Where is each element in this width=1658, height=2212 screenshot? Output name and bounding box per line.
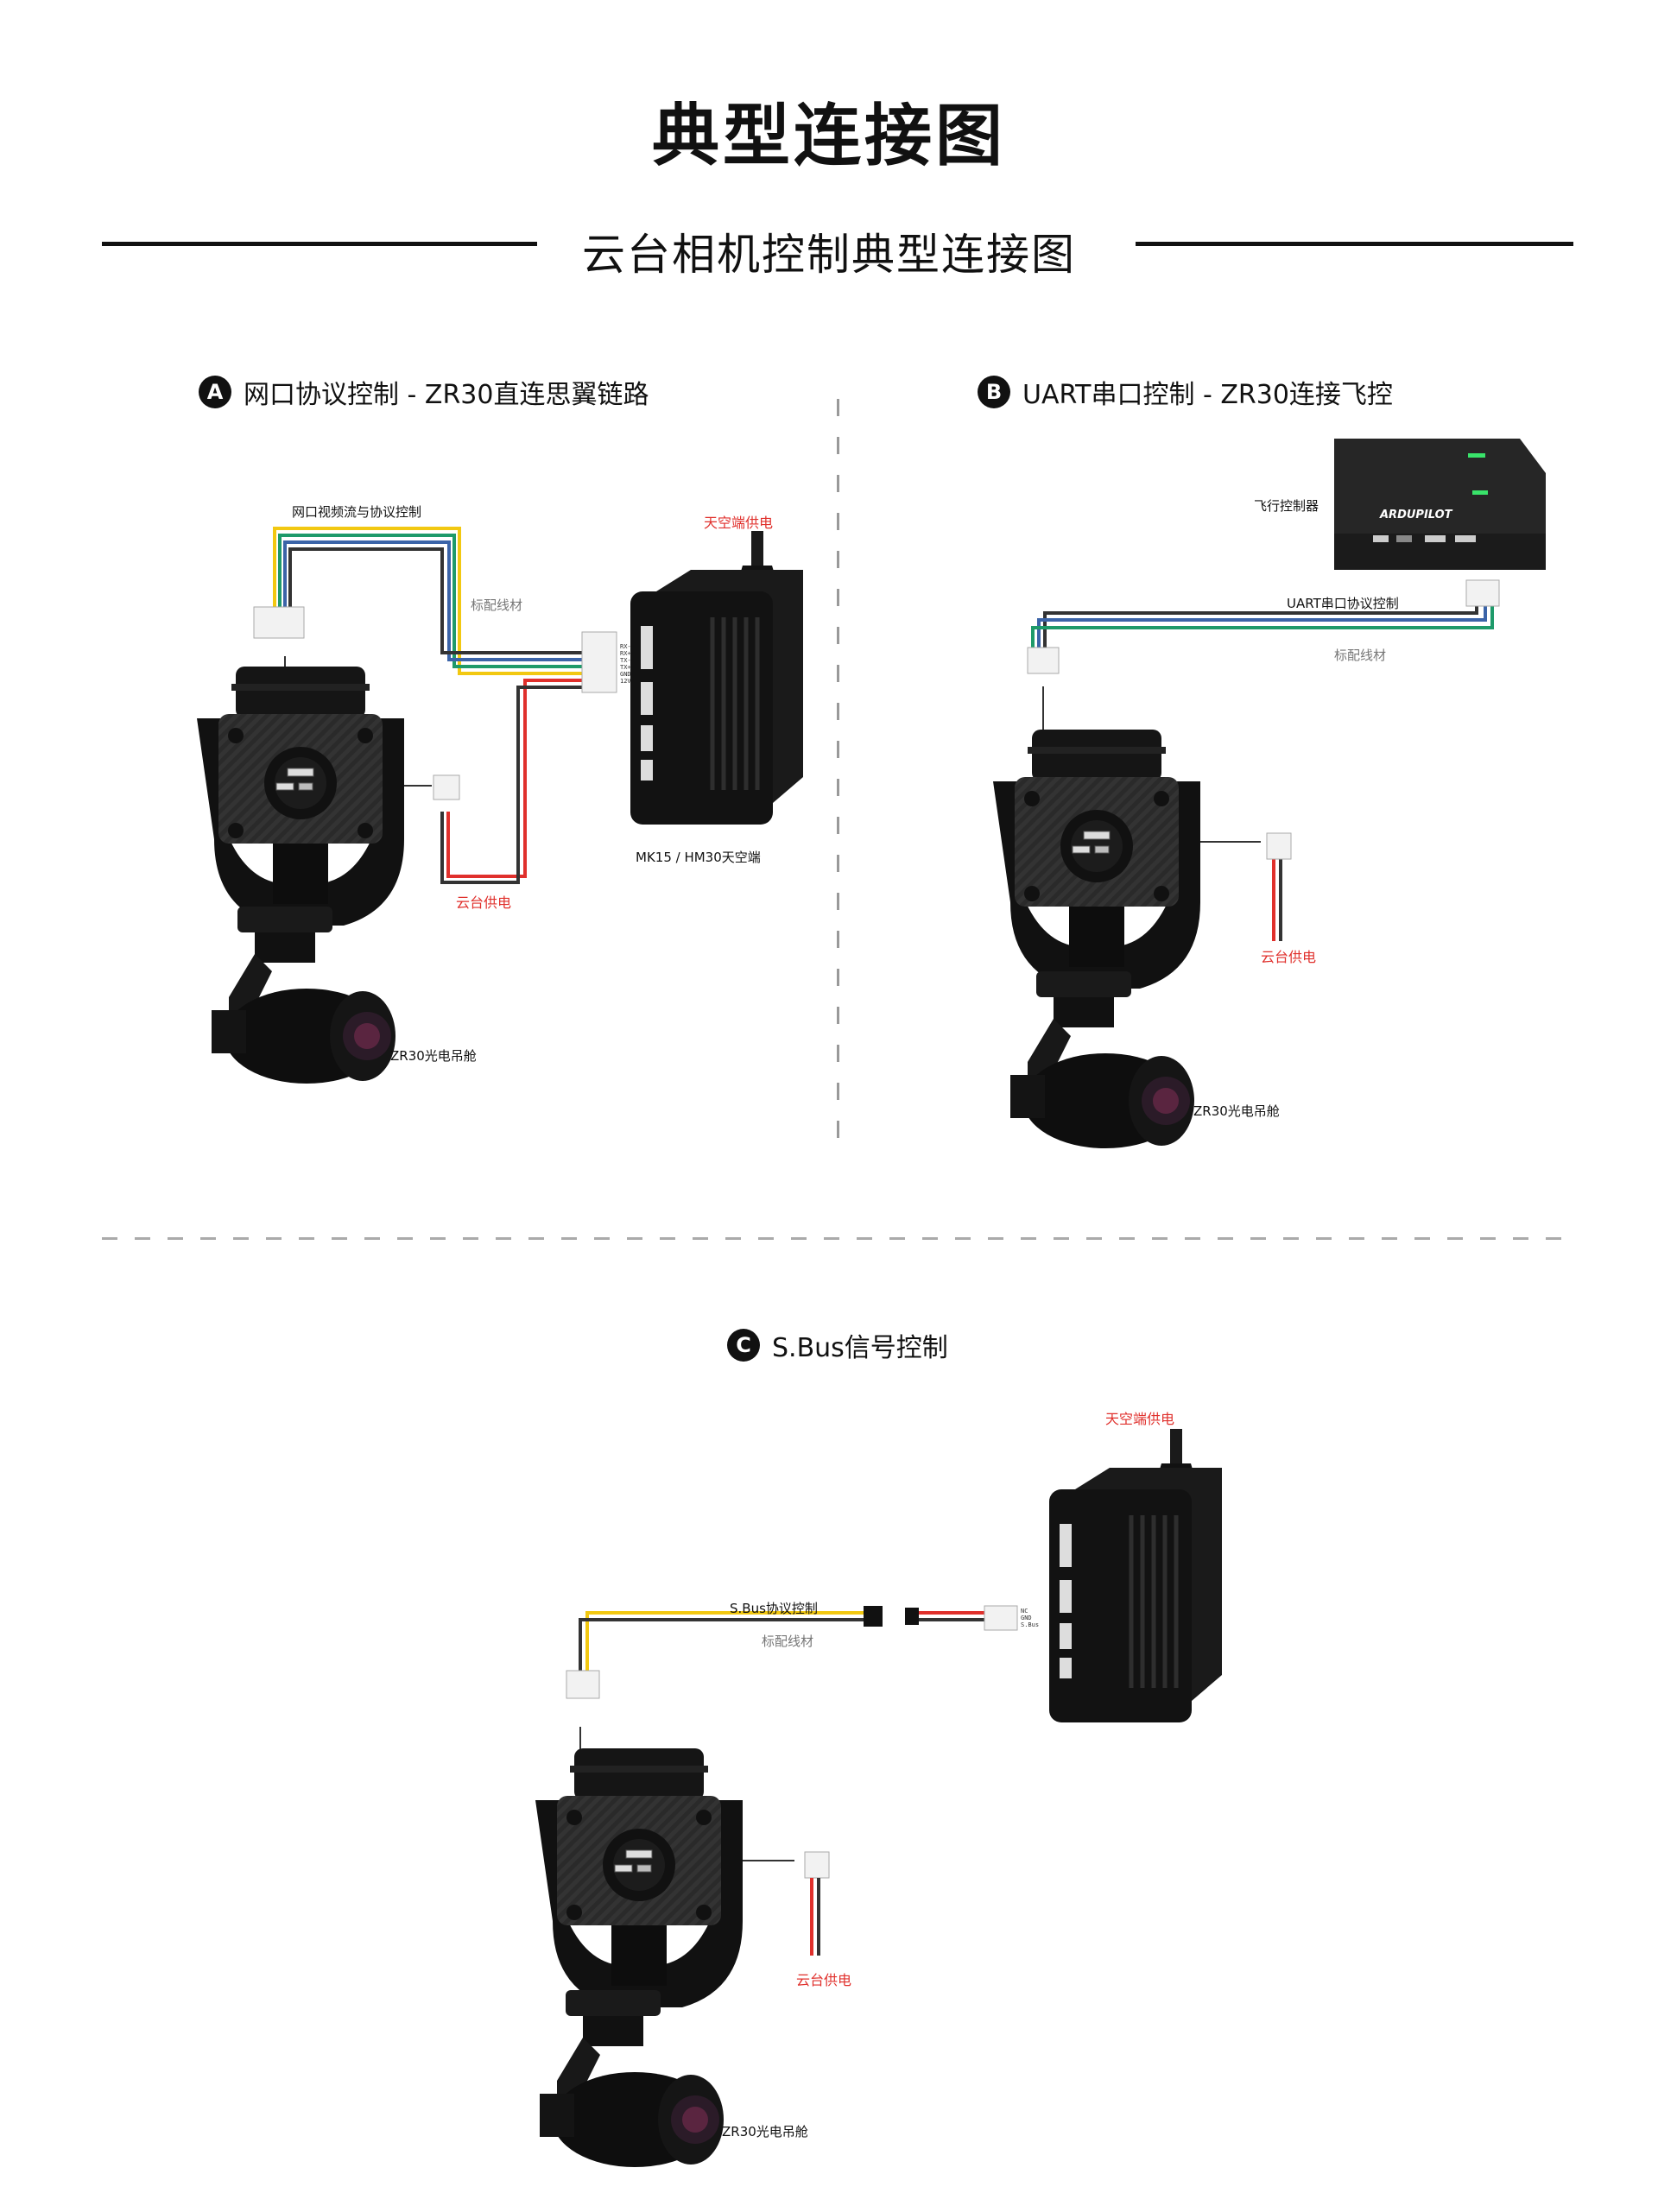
camera-pod-c <box>540 1990 724 2167</box>
wire-yellow <box>273 527 584 675</box>
fc-connector <box>1465 579 1500 607</box>
a-pod-name: ZR30光电吊舱 <box>390 1048 477 1064</box>
section-c-heading: C S.Bus信号控制 <box>727 1326 948 1364</box>
sbus-plug-male <box>864 1606 883 1627</box>
gimbal-power-connector-b <box>1266 832 1292 860</box>
air-unit-c <box>1049 1429 1222 1722</box>
a-cable-label: 网口视频流与协议控制 <box>292 504 422 520</box>
wire-green <box>278 534 584 668</box>
a-gimbal-power: 云台供电 <box>456 894 512 911</box>
gimbal-power-connector-c <box>804 1851 830 1879</box>
section-b-wires <box>1027 579 1500 941</box>
fc-device: ARDUPILOT <box>1334 439 1546 570</box>
c-cable-label: S.Bus协议控制 <box>730 1601 818 1616</box>
gimbal-uart-connector <box>1027 647 1060 674</box>
c-pod-name: ZR30光电吊舱 <box>722 2124 808 2139</box>
rc-connector <box>984 1605 1018 1631</box>
badge-b: B <box>978 376 1010 408</box>
page-subtitle: 云台相机控制典型连接图 <box>582 230 1076 280</box>
a-air-unit-name: MK15 / HM30天空端 <box>636 850 761 865</box>
section-a-heading: A 网口协议控制 - ZR30直连思翼链路 <box>199 373 649 411</box>
c-air-unit-power: 天空端供电 <box>1105 1411 1175 1427</box>
a-air-unit-power: 天空端供电 <box>704 515 774 531</box>
section-c-title: S.Bus信号控制 <box>772 1333 948 1363</box>
section-divider-horizontal <box>102 1237 1573 1240</box>
page-title: 典型连接图 <box>651 98 1006 175</box>
air-unit-connector <box>581 631 617 693</box>
camera-pod-b <box>1010 971 1194 1148</box>
gimbal-a <box>196 666 405 926</box>
b-fc-label: 飞行控制器 <box>1254 498 1319 514</box>
gimbal-eth-connector <box>253 606 305 639</box>
c-gimbal-power: 云台供电 <box>796 1972 852 1988</box>
wire-blue <box>283 540 584 661</box>
section-b-heading: B UART串口控制 - ZR30连接飞控 <box>978 373 1393 411</box>
wire-gnd <box>440 686 584 884</box>
gimbal-b <box>992 729 1201 989</box>
camera-pod-a <box>212 907 396 1084</box>
gimbal-sbus-connector <box>566 1670 600 1699</box>
b-standard-cable: 标配线材 <box>1334 648 1387 663</box>
gimbal-power-connector <box>433 774 460 800</box>
a-standard-cable: 标配线材 <box>471 597 523 613</box>
gimbal-c <box>535 1747 744 2008</box>
title-divider-left <box>102 242 537 246</box>
sbus-plug-female <box>905 1608 919 1625</box>
fc-brand: ARDUPILOT <box>1379 509 1453 521</box>
section-a-title: 网口协议控制 - ZR30直连思翼链路 <box>244 380 649 410</box>
title-divider-right <box>1136 242 1573 246</box>
b-pod-name: ZR30光电吊舱 <box>1193 1103 1280 1119</box>
badge-c: C <box>727 1329 760 1362</box>
c-standard-cable: 标配线材 <box>762 1634 814 1649</box>
b-gimbal-power: 云台供电 <box>1261 949 1317 965</box>
badge-a: A <box>199 376 231 408</box>
air-unit-a <box>630 531 803 825</box>
wire-black <box>288 547 584 654</box>
wire-red <box>446 679 584 878</box>
section-divider-vertical <box>837 399 839 1154</box>
b-cable-label: UART串口协议控制 <box>1287 596 1399 611</box>
section-b-title: UART串口控制 - ZR30连接飞控 <box>1022 380 1393 410</box>
